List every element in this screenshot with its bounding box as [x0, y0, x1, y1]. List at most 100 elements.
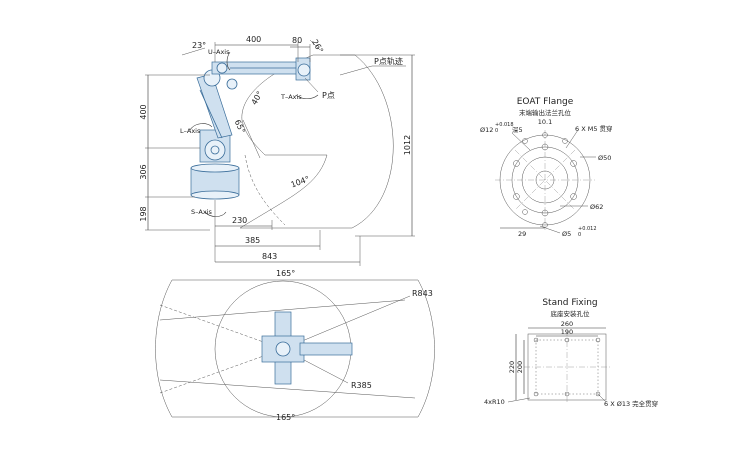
- eoat-subtitle: 末端输出法兰孔位: [519, 108, 572, 117]
- lower-arm-link: [199, 89, 223, 139]
- flange-centerline-d: [514, 149, 576, 211]
- dim-190-label: 190: [561, 328, 573, 336]
- pin-tol-upper: +0.012: [578, 226, 597, 232]
- stand-hole: [533, 337, 539, 343]
- inner-reach-arc: [244, 154, 286, 226]
- pin-note-main: Ø5: [562, 230, 571, 238]
- u-axis-arrow: [226, 51, 231, 71]
- p-track-leader: [339, 65, 373, 76]
- dim-385-label: 385: [245, 236, 260, 245]
- leader: [565, 129, 579, 149]
- robot-base-stand: [190, 167, 240, 196]
- pin-hole: [522, 209, 528, 215]
- pin-tol-lower: 0: [578, 232, 581, 238]
- stand-hole: [533, 391, 539, 397]
- bolt-hole: [541, 209, 549, 217]
- angle-104-label: 104°: [290, 174, 311, 189]
- eoat-dim-10-1: 10.1: [538, 118, 552, 126]
- s-axis-label: S–Axis: [191, 208, 212, 216]
- leader: [511, 132, 531, 151]
- bolt-hole: [541, 143, 549, 151]
- reach-line: [159, 299, 406, 321]
- dim-400-left-label: 400: [139, 104, 148, 119]
- angle-40-label: 40°: [250, 90, 265, 107]
- stand-title: Stand Fixing: [542, 298, 597, 308]
- r10-label: 4xR10: [484, 398, 505, 406]
- stand-hole: [564, 391, 570, 397]
- dim-198-label: 198: [139, 206, 148, 221]
- angle-165-bottom-label: 165°: [276, 413, 295, 422]
- dim-843-label: 843: [262, 252, 277, 261]
- t-axis-label: T–Axis: [280, 93, 302, 101]
- stand-subtitle: 底座安装孔位: [551, 309, 591, 318]
- l-axis-label: L–Axis: [180, 127, 201, 135]
- d62-label: Ø62: [590, 203, 603, 211]
- eoat-title: EOAT Flange: [517, 97, 574, 107]
- m5-note: 6 X M5 贯穿: [575, 124, 613, 133]
- holes-label: 6 X Ø13 完全贯穿: [604, 399, 658, 408]
- angle-26-label: 26°: [310, 38, 325, 55]
- d29-label: 29: [518, 230, 526, 238]
- hole-note-tol-lower: 0: [495, 128, 498, 134]
- dim-400-top-label: 400: [246, 35, 261, 44]
- u-axis-label: U–Axis: [208, 48, 230, 56]
- r385-label: R385: [351, 381, 372, 390]
- s-axis-arrow: [204, 211, 227, 217]
- top-view: 165° 165° R843 R385: [155, 269, 435, 422]
- bolt-hole: [570, 193, 577, 200]
- outer-left-arc: [155, 279, 173, 418]
- dim-260-label: 260: [561, 320, 573, 328]
- stand-hole: [595, 391, 601, 397]
- pin-hole: [522, 138, 528, 144]
- sweep-line: [159, 304, 284, 350]
- bolt-hole: [513, 193, 520, 200]
- angle-165-top-label: 165°: [276, 269, 295, 278]
- dim-230-label: 230: [232, 216, 247, 225]
- holes-leader: [597, 393, 607, 403]
- r843-label: R843: [412, 289, 433, 298]
- leader: [539, 225, 561, 234]
- stand-hole: [564, 337, 570, 343]
- d50-label: Ø50: [598, 154, 611, 162]
- stand-top: [190, 163, 240, 173]
- stand-fixing: Stand Fixing 底座安装孔位 260 190 220 200 4xR1…: [484, 298, 658, 408]
- depth-note: 深5: [512, 125, 523, 134]
- stand-hole: [595, 337, 601, 343]
- dim-200-label: 200: [516, 361, 524, 373]
- arc-guide: [242, 119, 261, 159]
- dim-1012-label: 1012: [403, 135, 412, 155]
- elbow-joint: [226, 78, 238, 90]
- angle-26-line: [309, 39, 321, 51]
- angle-23-label: 23°: [192, 41, 206, 50]
- r10-leader: [507, 397, 531, 403]
- robot-top-center: [275, 341, 291, 357]
- l-axis-arrow: [189, 123, 213, 131]
- dim-220-label: 220: [508, 361, 516, 373]
- reach-line: [159, 379, 416, 399]
- outer-right-arc: [417, 279, 435, 418]
- sweep-line: [159, 348, 284, 394]
- dim-306-label: 306: [139, 164, 148, 179]
- p-point-label: P点: [322, 91, 335, 100]
- p-trajectory-outline: [239, 54, 394, 229]
- p-point-leader: [304, 77, 319, 93]
- bolt-hole: [570, 160, 577, 167]
- hole-note-main: Ø12: [480, 126, 493, 134]
- t-axis-arrow: [295, 94, 319, 100]
- base-joint-center: [210, 145, 220, 155]
- upper-arm-pivot: [216, 62, 228, 74]
- angle-65-label: 65°: [233, 118, 247, 135]
- angle-23-line: [181, 47, 206, 56]
- hole-note-tol-upper: +0.018: [495, 122, 514, 128]
- flange-centerline-d: [514, 149, 576, 211]
- robot-top-arm: [299, 342, 353, 356]
- bolt-hole: [513, 160, 520, 167]
- dim-80-label: 80: [292, 36, 302, 45]
- side-view: 23° 400 80 26° 400 306 198 1012 230 385 …: [139, 35, 415, 266]
- pin-hole: [542, 132, 548, 138]
- p-track-label: P点轨迹: [374, 56, 403, 66]
- pin-hole: [562, 138, 568, 144]
- stand-bottom: [190, 190, 240, 200]
- eoat-flange: EOAT Flange 末端输出法兰孔位 10.1 Ø12 +0.018 0: [480, 97, 613, 238]
